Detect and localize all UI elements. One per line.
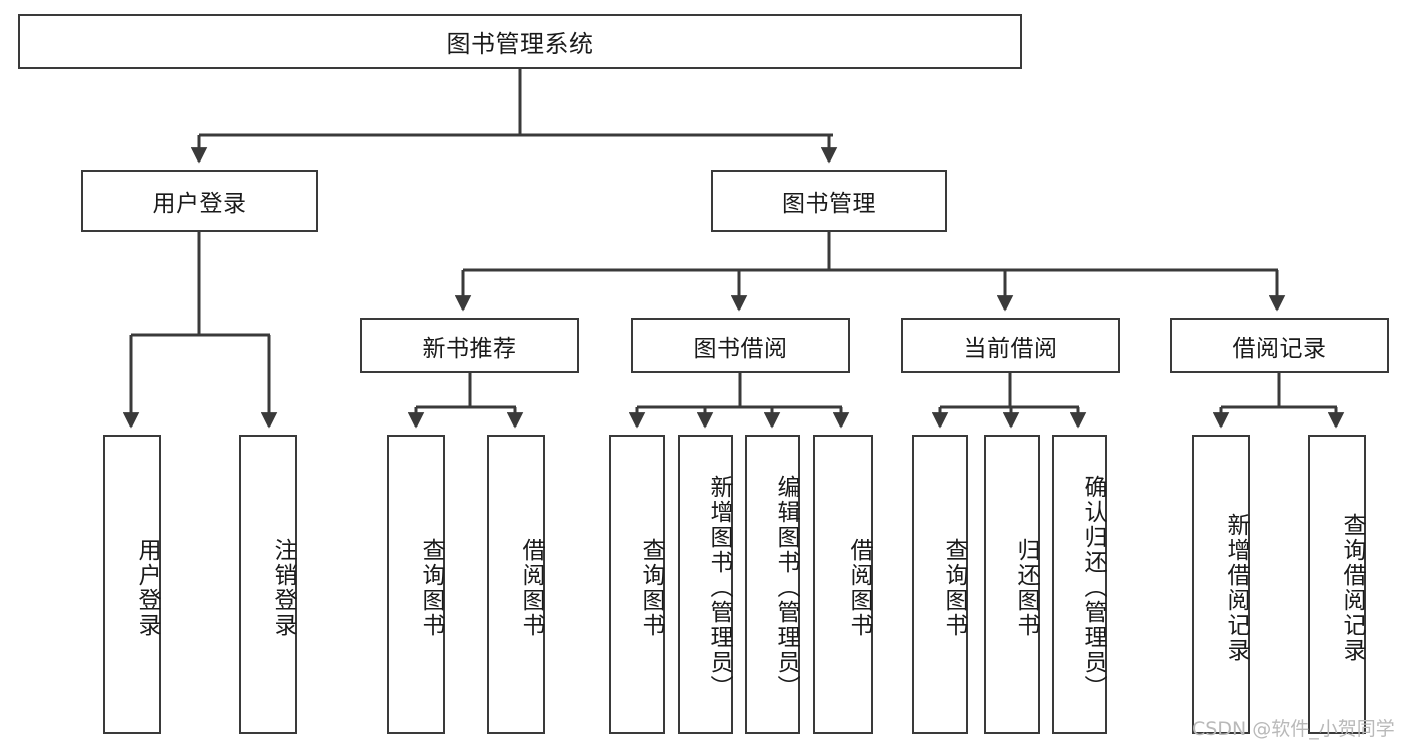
leaf-confirm-return-admin[interactable]: 确认归还（管理员） (1052, 435, 1107, 734)
node-current-borrow[interactable]: 当前借阅 (901, 318, 1120, 373)
node-label: 新书推荐 (422, 335, 517, 362)
node-label: 查询借阅记录 (1339, 512, 1365, 663)
node-label: 当前借阅 (963, 335, 1058, 362)
watermark-text: CSDN @软件_小贺同学 (1192, 718, 1395, 740)
node-label: 借阅图书 (846, 537, 872, 638)
node-label: 编辑图书（管理员） (773, 475, 799, 700)
node-label: 图书管理 (782, 191, 876, 217)
node-label: 图书管理系统 (446, 30, 594, 58)
leaf-add-book-admin[interactable]: 新增图书（管理员） (678, 435, 733, 734)
node-label: 新增图书（管理员） (706, 475, 732, 700)
node-book-management[interactable]: 图书管理 (711, 170, 947, 232)
leaf-query-book-borrow[interactable]: 查询图书 (609, 435, 665, 734)
node-new-book-recommend[interactable]: 新书推荐 (360, 318, 579, 373)
leaf-logout-login[interactable]: 注销登录 (239, 435, 297, 734)
node-label: 查询图书 (418, 537, 444, 638)
leaf-return-book[interactable]: 归还图书 (984, 435, 1040, 734)
leaf-edit-book-admin[interactable]: 编辑图书（管理员） (745, 435, 800, 734)
leaf-query-borrow-record[interactable]: 查询借阅记录 (1308, 435, 1366, 734)
node-label: 确认归还（管理员） (1080, 475, 1106, 700)
node-label: 归还图书 (1013, 537, 1039, 638)
node-book-borrow[interactable]: 图书借阅 (631, 318, 850, 373)
node-label: 新增借阅记录 (1223, 512, 1249, 663)
node-label: 查询图书 (638, 537, 664, 638)
leaf-add-borrow-record[interactable]: 新增借阅记录 (1192, 435, 1250, 734)
leaf-query-book-current[interactable]: 查询图书 (912, 435, 968, 734)
leaf-borrow-book[interactable]: 借阅图书 (813, 435, 873, 734)
leaf-borrow-book-recommend[interactable]: 借阅图书 (487, 435, 545, 734)
node-label: 查询图书 (941, 537, 967, 638)
node-label: 借阅图书 (518, 537, 544, 638)
node-user-login[interactable]: 用户登录 (81, 170, 318, 232)
node-borrow-record[interactable]: 借阅记录 (1170, 318, 1389, 373)
node-label: 用户登录 (134, 537, 160, 638)
node-label: 用户登录 (152, 191, 247, 217)
node-label: 图书借阅 (693, 335, 788, 362)
node-label: 借阅记录 (1232, 335, 1327, 362)
leaf-query-book-recommend[interactable]: 查询图书 (387, 435, 445, 734)
node-label: 注销登录 (270, 537, 296, 638)
node-root-system[interactable]: 图书管理系统 (18, 14, 1022, 69)
leaf-user-login[interactable]: 用户登录 (103, 435, 161, 734)
